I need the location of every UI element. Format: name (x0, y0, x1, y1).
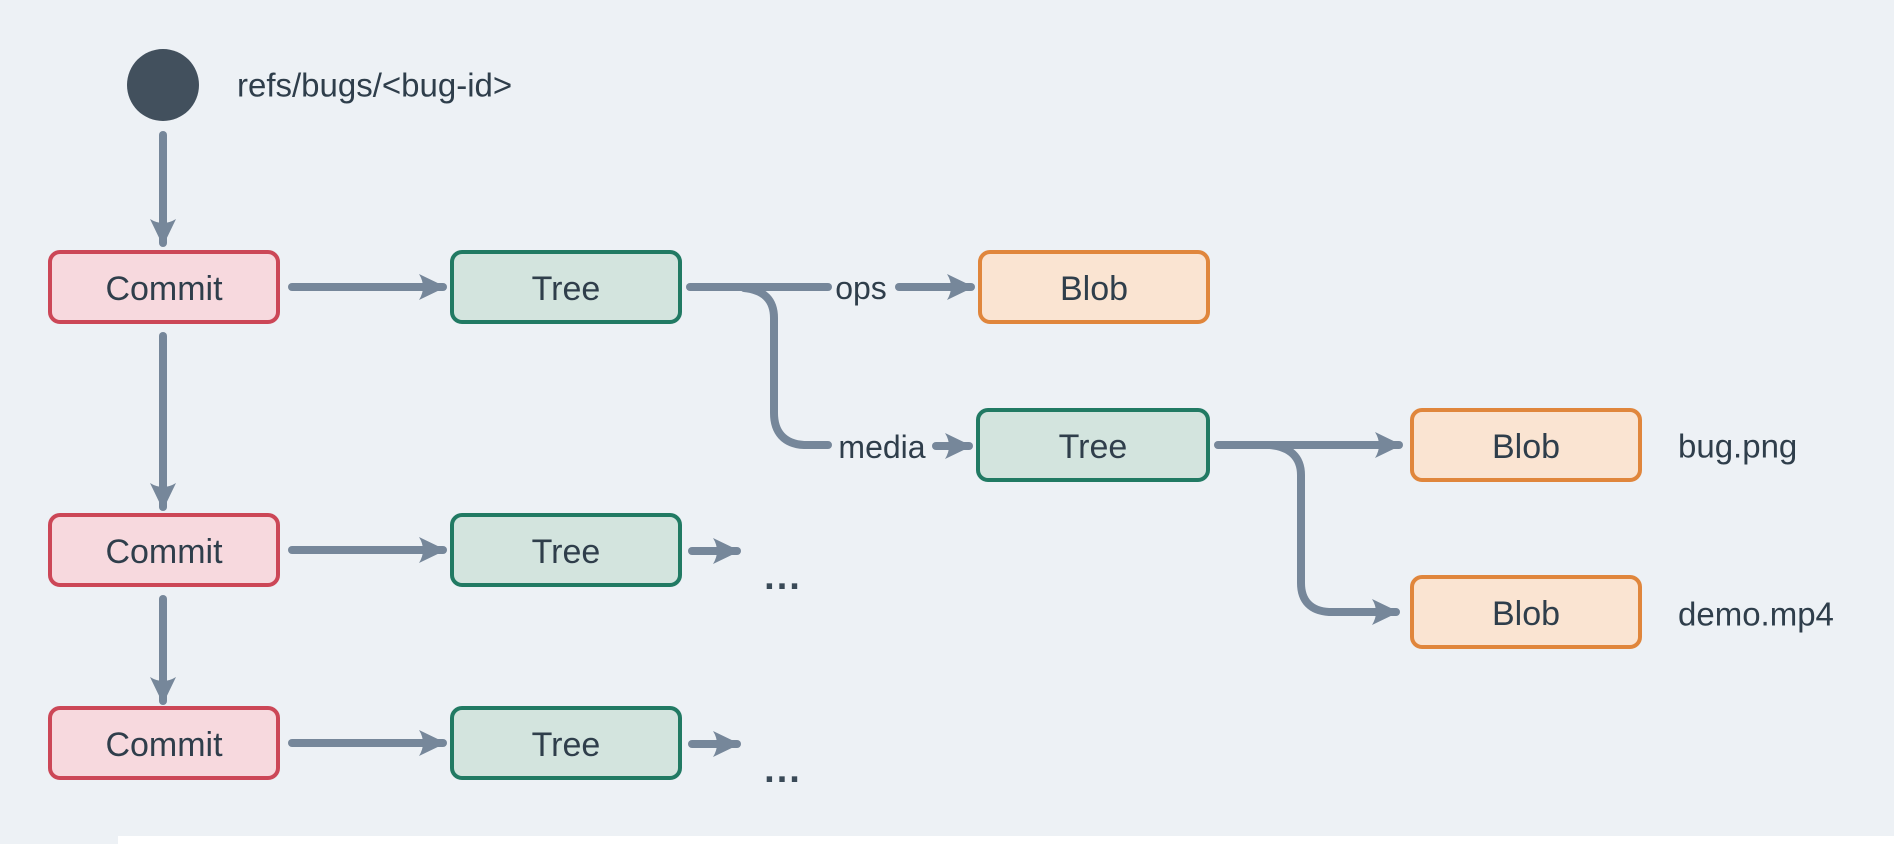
commit-1-label: Commit (105, 270, 223, 308)
blob-bug-label: Blob (1492, 428, 1560, 466)
curve-mediatree-to-blob-demo (1266, 441, 1400, 625)
commit-2-box (48, 513, 280, 587)
tree-3-box (450, 706, 682, 780)
page-bottom-strip (118, 836, 1894, 844)
ellipsis-row3: ... (764, 749, 802, 791)
edge-label-media: media (838, 429, 925, 465)
curve-tree1-to-media-label (740, 284, 832, 449)
tree-2-box (450, 513, 682, 587)
blob-demo-box (1410, 575, 1642, 649)
tree-2-label: Tree (532, 533, 601, 571)
commit-2-label: Commit (105, 533, 223, 571)
blob-ops-label: Blob (1060, 270, 1128, 308)
tree-1-label: Tree (532, 270, 601, 308)
file-label-demo-mp4: demo.mp4 (1678, 596, 1834, 633)
commit-3-box (48, 706, 280, 780)
blob-demo-label: Blob (1492, 595, 1560, 633)
ref-label: refs/bugs/<bug-id> (237, 67, 512, 104)
tree-3-label: Tree (532, 726, 601, 764)
file-label-bug-png: bug.png (1678, 428, 1797, 465)
commit-1-box (48, 250, 280, 324)
tree-1-box (450, 250, 682, 324)
edge-label-ops: ops (835, 270, 887, 306)
ref-circle (127, 49, 199, 121)
blob-ops-box (978, 250, 1210, 324)
ellipsis-row2: ... (764, 556, 802, 598)
commit-3-label: Commit (105, 726, 223, 764)
blob-bug-box (1410, 408, 1642, 482)
tree-media-box (976, 408, 1210, 482)
tree-media-label: Tree (1059, 428, 1128, 466)
